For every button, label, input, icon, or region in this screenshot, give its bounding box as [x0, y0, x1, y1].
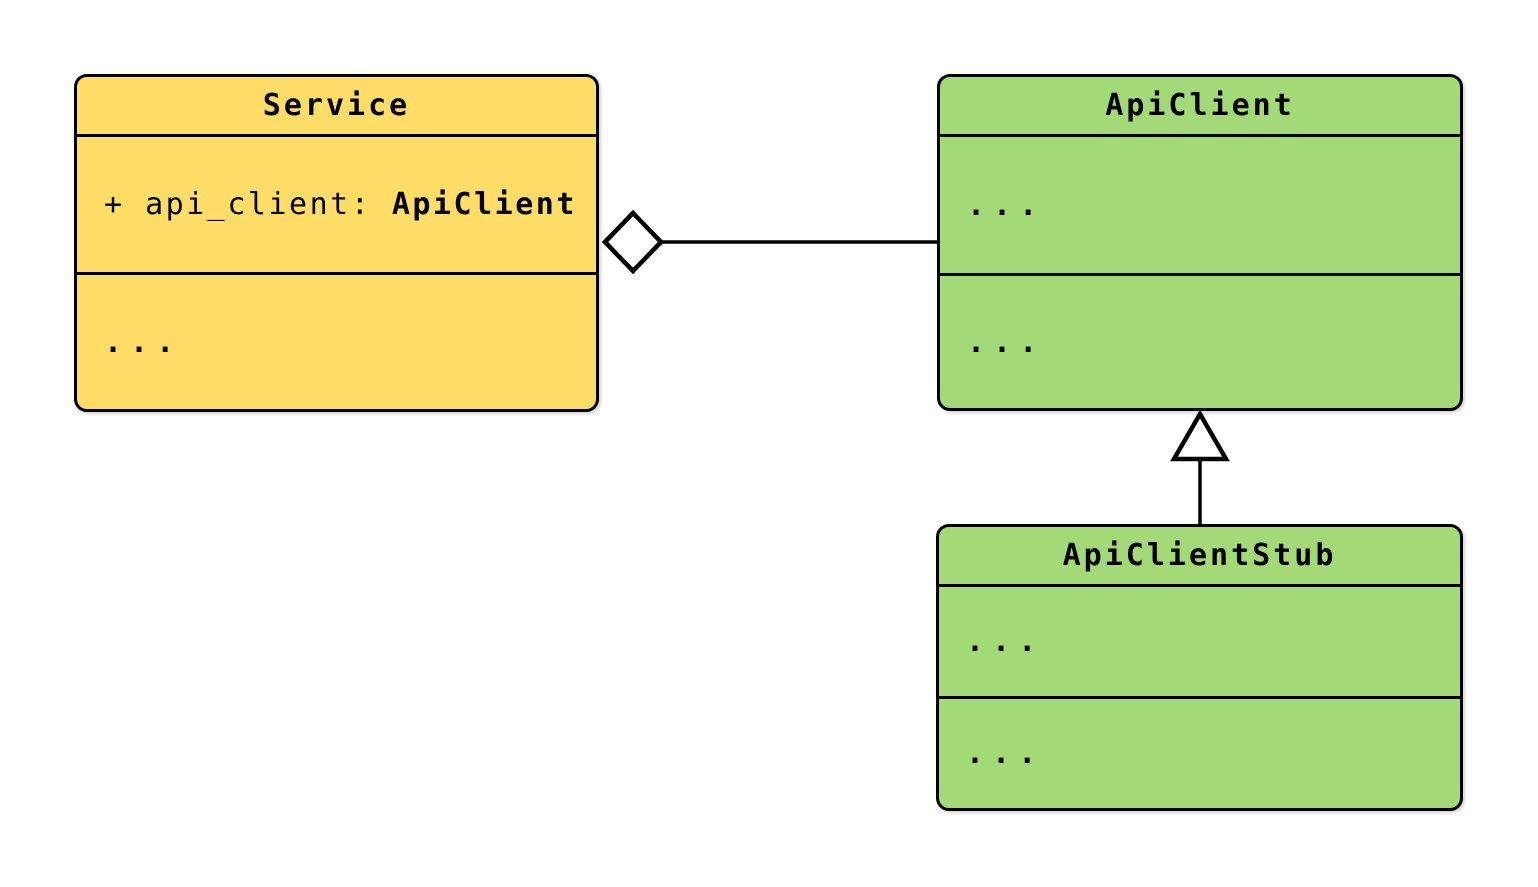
class-service-attributes: + api_client: ApiClient: [77, 137, 596, 275]
aggregation-diamond-icon: [601, 209, 665, 275]
inheritance-triangle-icon: [1170, 409, 1230, 462]
attribute-api-client: + api_client:: [104, 187, 392, 222]
ellipsis-text: ...: [104, 324, 183, 360]
class-service-title: Service: [77, 77, 596, 137]
ellipsis-text: ...: [966, 624, 1045, 659]
class-apiclientstub-attributes: ...: [939, 587, 1460, 699]
class-apiclient-attributes: ...: [940, 137, 1460, 276]
class-service-methods: ...: [77, 275, 596, 409]
ellipsis-text: ...: [967, 324, 1046, 360]
ellipsis-text: ...: [966, 736, 1045, 771]
class-service: Service + api_client: ApiClient ...: [74, 74, 599, 412]
ellipsis-text: ...: [967, 187, 1046, 223]
class-apiclientstub-methods: ...: [939, 699, 1460, 808]
class-apiclient-methods: ...: [940, 276, 1460, 408]
class-apiclient-title: ApiClient: [940, 77, 1460, 137]
class-apiclientstub-title: ApiClientStub: [939, 527, 1460, 587]
class-apiclientstub: ApiClientStub ... ...: [936, 524, 1463, 811]
class-apiclient: ApiClient ... ...: [937, 74, 1463, 411]
attribute-api-client-type: ApiClient: [391, 187, 577, 222]
